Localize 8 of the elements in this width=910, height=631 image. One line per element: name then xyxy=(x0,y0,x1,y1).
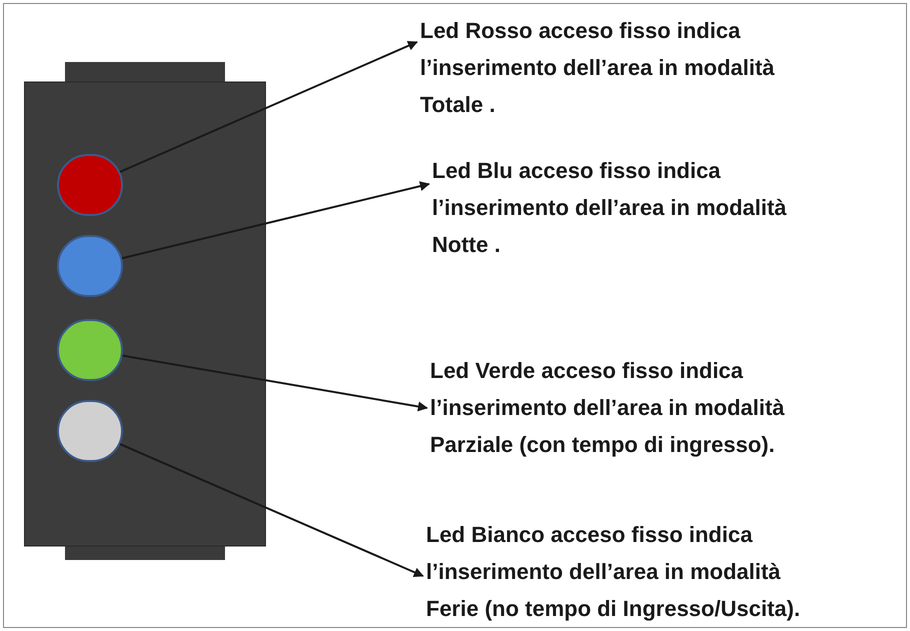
led-description: Led Blu acceso fisso indica l’inserimento dell’area in modalità Notte . xyxy=(432,157,788,259)
arrow xyxy=(122,181,430,260)
led-description: Led Verde acceso fisso indica l’inserimento dell’area in modalità Parziale (con tempo di ingresso). xyxy=(430,357,786,459)
arrow xyxy=(120,443,424,577)
led-description: Led Rosso acceso fisso indica l’inserimento dell’area in modalità Totale . xyxy=(420,17,776,119)
arrow xyxy=(120,41,418,173)
led-description: Led Bianco acceso fisso indica l’inserimento dell’area in modalità Ferie (no tempo di Ingresso/Uscita). xyxy=(426,521,802,623)
arrow xyxy=(122,354,428,412)
